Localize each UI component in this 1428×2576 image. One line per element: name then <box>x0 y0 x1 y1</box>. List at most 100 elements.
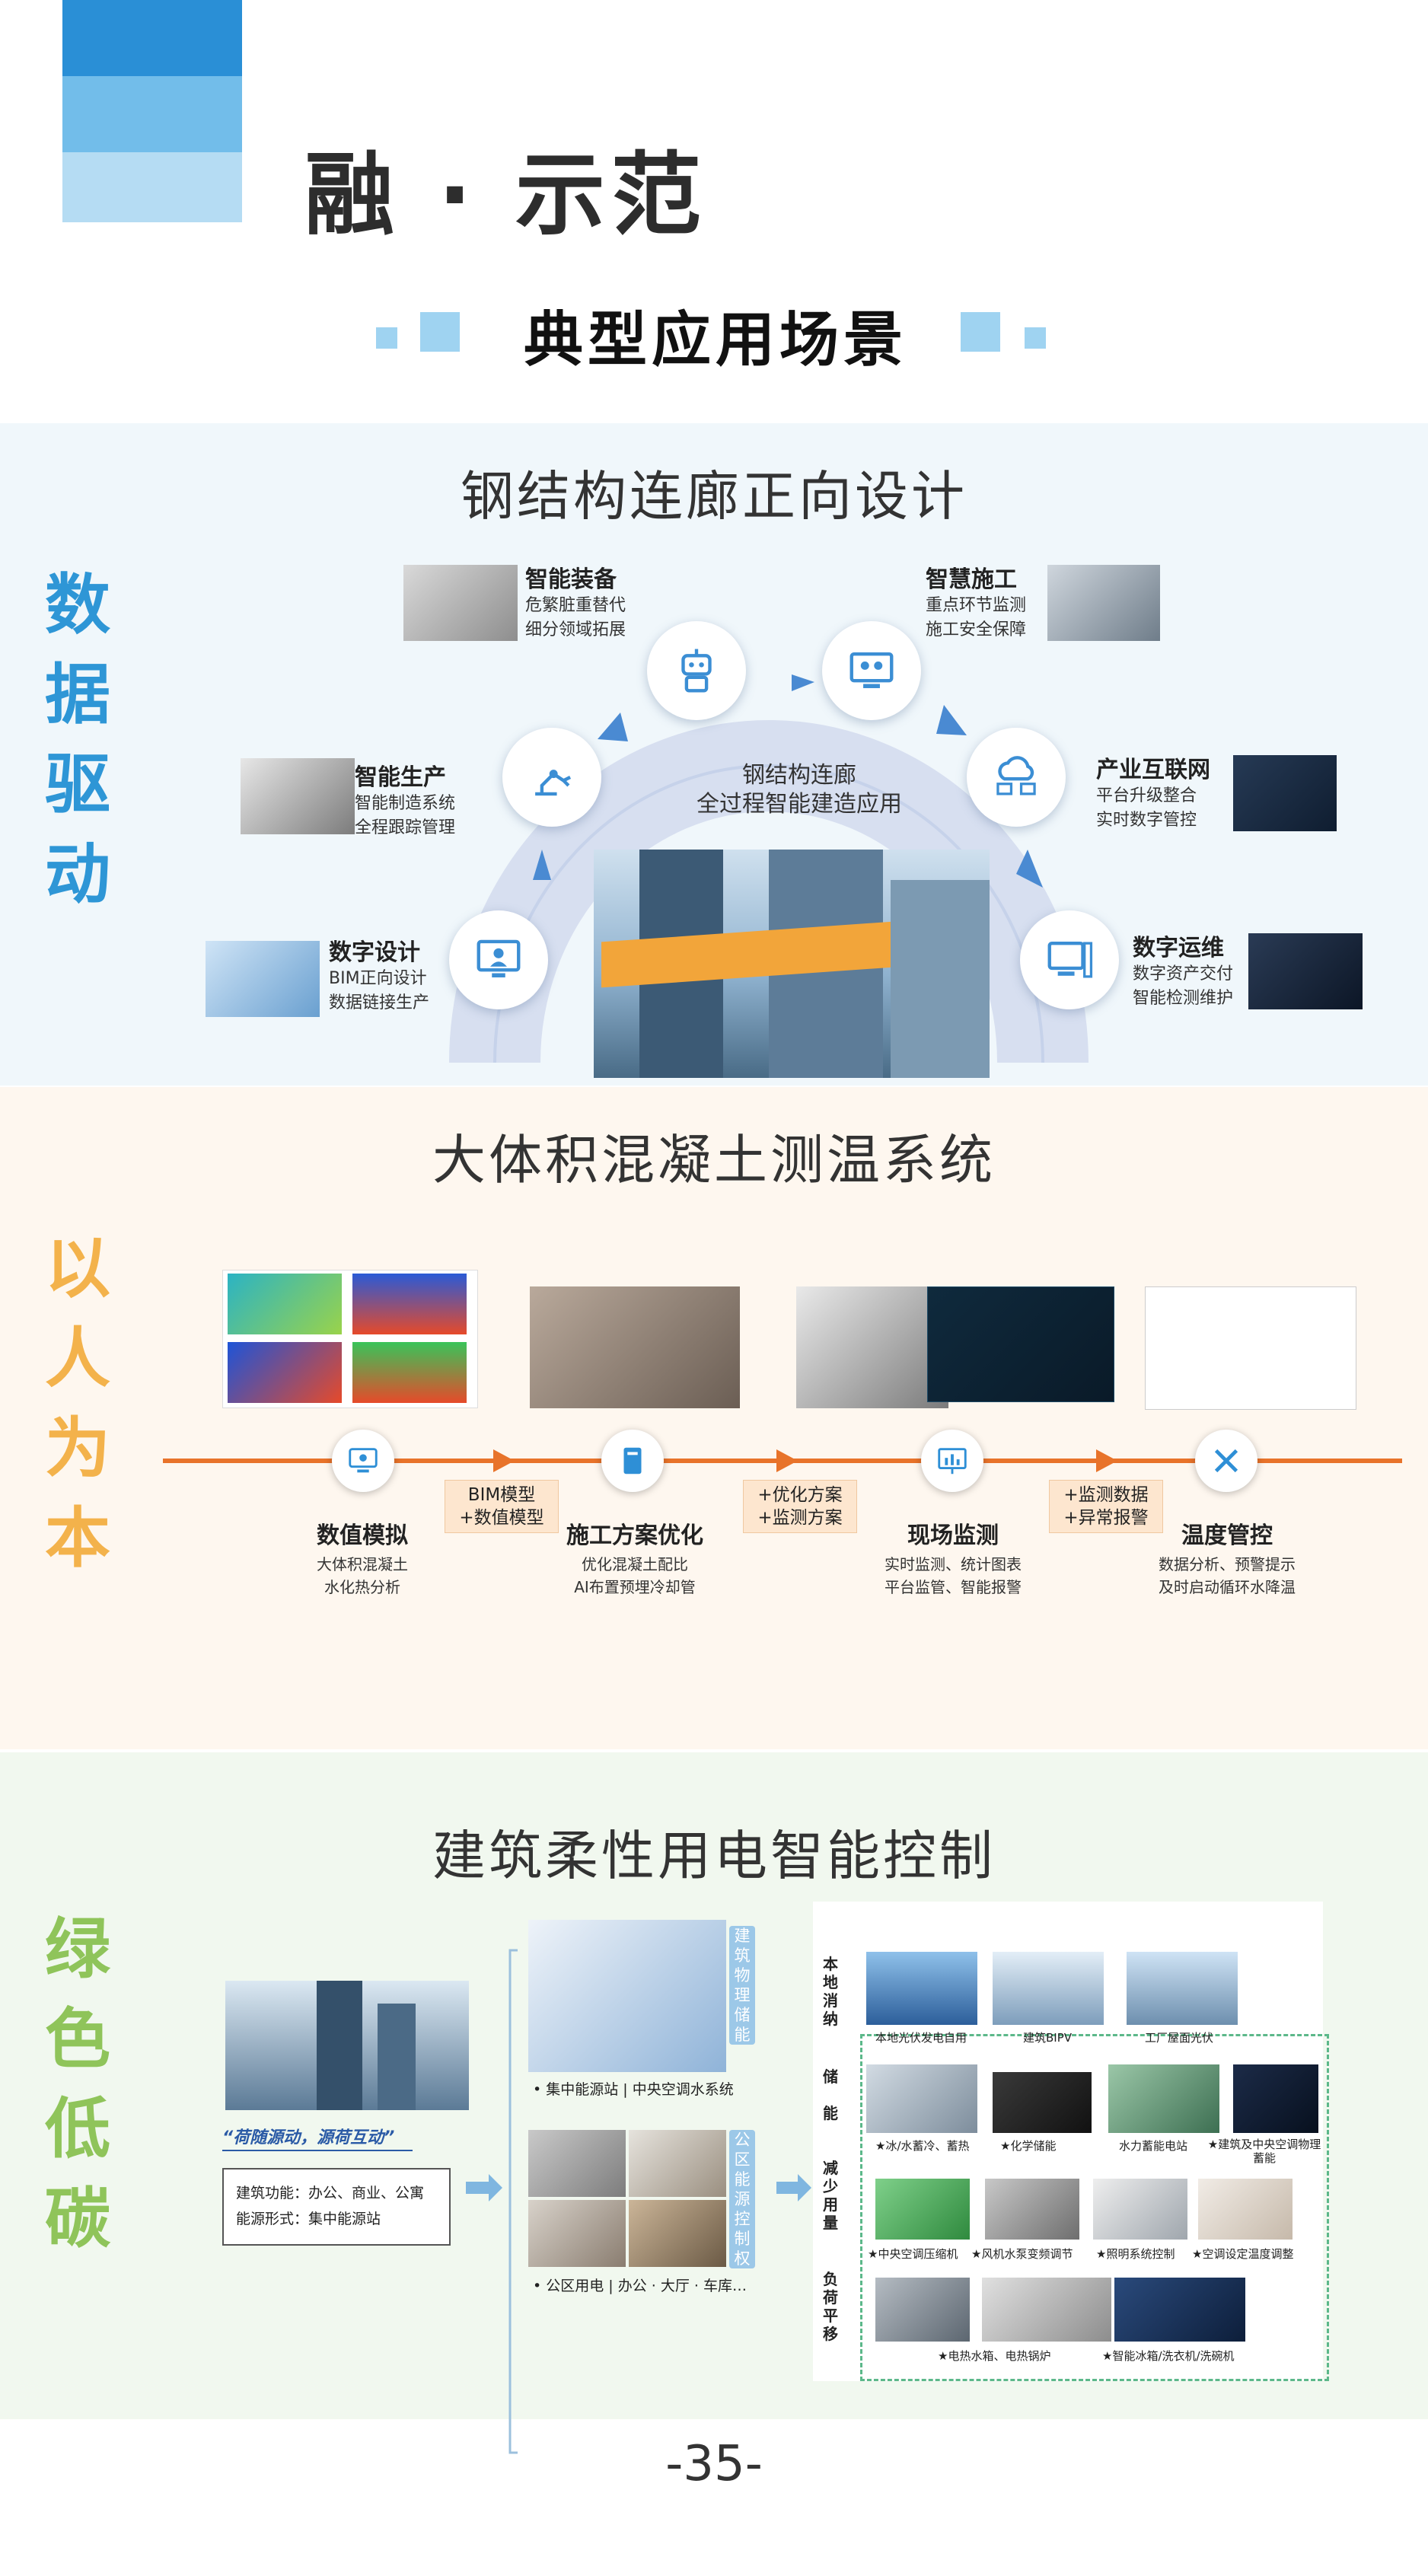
chart-board-icon <box>938 1448 967 1475</box>
label-digital-design: 数字设计 BIM正向设计 数据链接生产 <box>329 939 430 1012</box>
node-smart-equipment <box>647 621 746 720</box>
appliances-image <box>1114 2278 1245 2342</box>
step-circle-simulation <box>332 1430 394 1492</box>
box1-caption: • 集中能源站 | 中央空调水系统 <box>533 2081 734 2098</box>
step-title: 数值模拟 <box>317 1522 408 1549</box>
row-label-local: 本地消纳 <box>823 1955 838 2028</box>
hydro-image <box>1108 2064 1219 2133</box>
node-digital-operation <box>1020 910 1119 1009</box>
header-block-mid <box>62 76 242 152</box>
section-title: 建筑柔性用电智能控制 <box>432 1825 996 1887</box>
step-title: 温度管控 <box>1181 1522 1273 1549</box>
slogan: “荷随源动，源荷互动” <box>222 2128 395 2147</box>
section-green-low-carbon: 建筑柔性用电智能控制 绿色低碳 “荷随源动，源荷互动” 建筑功能：办公、商业、公… <box>0 1752 1428 2454</box>
deco-square <box>961 312 1000 352</box>
thumb-operation <box>1248 933 1363 1009</box>
step-title: 现场监测 <box>907 1522 999 1549</box>
caption: ★建筑及中央空调物理蓄能 <box>1207 2138 1321 2165</box>
compressor-image <box>875 2179 970 2240</box>
robot-icon <box>681 649 712 693</box>
info-box: 建筑功能：办公、商业、公寓 能源形式：集中能源站 <box>222 2168 451 2246</box>
step-circle-control <box>1195 1430 1257 1492</box>
ice-storage-image <box>866 2064 977 2133</box>
caption: ★空调设定温度调整 <box>1192 2247 1294 2261</box>
pump-image <box>985 2179 1079 2240</box>
thumb-equipment <box>403 565 518 641</box>
flow-brackets <box>466 1949 811 2454</box>
cloud-network-icon <box>996 756 1036 795</box>
caption: 工厂屋面光伏 <box>1145 2031 1214 2045</box>
thumb-construction <box>1047 565 1160 641</box>
node-smart-production <box>502 728 601 827</box>
page-subtitle: 典型应用场景 <box>523 306 907 375</box>
section-title: 钢结构连廊正向设计 <box>461 465 967 528</box>
step-desc: 数据分析、预警提示及时启动循环水降温 <box>1159 1555 1296 1596</box>
arch-center-caption: 钢结构连廊全过程智能建造应用 <box>696 762 902 818</box>
hvac-image <box>528 1920 726 2072</box>
caption: ★风机水泵变频调节 <box>971 2247 1073 2261</box>
building-storage-image <box>1233 2064 1318 2133</box>
caption: ★冰/水蓄冷、蓄热 <box>875 2139 970 2153</box>
label-smart-production: 智能生产 智能制造系统 全程跟踪管理 <box>355 764 456 837</box>
dashboard-screen <box>927 1286 1114 1402</box>
data-table-screen <box>1145 1286 1356 1410</box>
robot-arm-icon <box>535 770 572 796</box>
label-smart-construction: 智慧施工 重点环节监测 施工安全保障 <box>926 566 1027 639</box>
caption: 本地光伏发电自用 <box>875 2031 967 2045</box>
node-digital-design <box>449 910 548 1009</box>
label-industrial-internet: 产业互联网 平台升级整合 实时数字管控 <box>1096 757 1210 830</box>
box2-caption: • 公区用电 | 办公 · 大厅 · 车库… <box>533 2278 747 2294</box>
node-smart-construction <box>822 621 921 720</box>
caption: ★中央空调压缩机 <box>868 2247 958 2261</box>
box2-label: 公区能源控制权 <box>729 2130 755 2268</box>
lighting-image <box>1093 2179 1187 2240</box>
box1-label: 建筑物理储能 <box>729 1926 755 2045</box>
deco-square <box>376 327 397 349</box>
page-number: -35- <box>665 2436 763 2492</box>
tag-monitor-data: +监测数据+异常报警 <box>1049 1480 1163 1533</box>
arch-arrows <box>533 674 1043 888</box>
solar-image <box>866 1952 977 2025</box>
thumb-production <box>241 758 355 834</box>
caption: 水力蓄能电站 <box>1119 2139 1188 2153</box>
row-label-storage: 储能 <box>823 2067 838 2122</box>
page-title: 融 · 示范 <box>304 142 707 247</box>
battery-image <box>993 2072 1092 2133</box>
deco-square <box>1025 327 1046 349</box>
thermostat-image <box>1198 2179 1293 2240</box>
header-block-dark <box>62 0 242 76</box>
slogan-underline <box>222 2150 413 2151</box>
building-photo <box>594 850 990 1078</box>
row-label-reduce: 减少用量 <box>823 2159 838 2232</box>
caption: ★照明系统控制 <box>1096 2247 1175 2261</box>
side-label: 绿色低碳 <box>45 1911 110 2257</box>
document-icon <box>623 1447 642 1475</box>
step-desc: 实时监测、统计图表平台监管、智能报警 <box>885 1555 1022 1596</box>
construction-photo <box>530 1286 740 1408</box>
caption: ★智能冰箱/洗衣机/洗碗机 <box>1102 2349 1235 2363</box>
boiler-image <box>982 2278 1111 2342</box>
computer-icon <box>1047 941 1093 978</box>
bipv-image <box>993 1952 1104 2025</box>
building-image <box>225 1981 469 2110</box>
roof-pv-image <box>1127 1952 1238 2025</box>
public-area-images <box>528 2130 726 2267</box>
row-label-shift: 负荷平移 <box>823 2270 838 2343</box>
monitor-photo <box>796 1286 948 1408</box>
label-smart-equipment: 智能装备 危繁脏重替代 细分领域拓展 <box>525 566 626 639</box>
thumb-internet <box>1233 755 1337 831</box>
monitor-icon <box>349 1448 378 1473</box>
deco-square <box>420 312 460 352</box>
tools-icon <box>1214 1449 1238 1473</box>
simulation-images <box>222 1270 478 1408</box>
tag-optimized-plan: +优化方案+监测方案 <box>743 1480 857 1533</box>
monitor-person-icon <box>477 939 521 977</box>
section-data-driven: 钢结构连廊正向设计 数据驱动 钢结构连廊全过程智能建造应用 <box>0 423 1428 1086</box>
dashed-frame <box>860 2034 1329 2381</box>
screen-people-icon <box>849 652 894 688</box>
thumb-design <box>206 941 320 1017</box>
side-label: 数据驱动 <box>45 567 110 913</box>
label-digital-operation: 数字运维 数字资产交付 智能检测维护 <box>1133 935 1234 1008</box>
node-industrial-internet <box>967 728 1066 827</box>
